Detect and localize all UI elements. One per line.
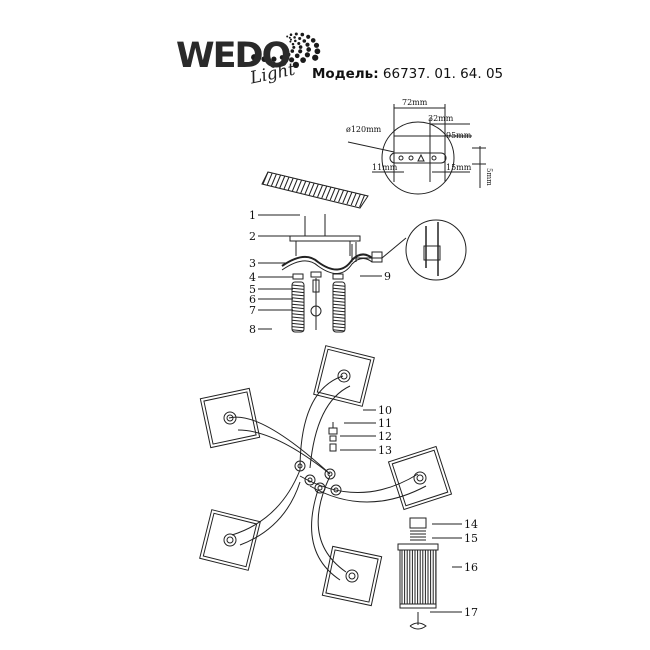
- callout-12: 12: [378, 430, 392, 443]
- callout-7: 7: [249, 304, 256, 317]
- callout-4: 4: [249, 271, 256, 284]
- top-view-chandelier: [199, 345, 453, 607]
- brand-wordmark: WEDO: [176, 36, 291, 76]
- callout-10: 10: [378, 404, 392, 417]
- model-number: 66737. 01. 64. 05: [382, 66, 504, 82]
- model-label: Модель:: [312, 66, 379, 82]
- dim-95: 95mm: [446, 131, 472, 140]
- callout-16: 16: [464, 561, 478, 574]
- callout-14: 14: [464, 518, 478, 531]
- callout-6: 6: [249, 293, 256, 306]
- socket-exploded: [397, 517, 439, 630]
- callout-3: 3: [249, 257, 256, 270]
- mounting-plate-detail: ø120mm 72mm 32mm 95mm 11mm 15mm 5mm: [346, 98, 493, 195]
- callout-5: 5: [249, 283, 256, 296]
- leader-lines-side: [258, 214, 382, 330]
- callout-8: 8: [249, 323, 256, 336]
- dim-11: 11mm: [372, 163, 398, 172]
- callout-11: 11: [378, 417, 392, 430]
- callout-15: 15: [464, 532, 478, 545]
- callout-17: 17: [464, 606, 478, 619]
- side-view-assembly: [281, 214, 467, 333]
- dim-diameter: ø120mm: [346, 125, 382, 134]
- dim-32: 32mm: [428, 114, 454, 123]
- callout-2: 2: [249, 230, 256, 243]
- model-line: Модель: 66737. 01. 64. 05: [312, 66, 503, 82]
- dim-15: 15mm: [446, 163, 472, 172]
- leader-lines-top: [340, 409, 462, 613]
- callout-13: 13: [378, 444, 392, 457]
- callout-9: 9: [384, 270, 391, 283]
- ceiling-hatch: [261, 171, 369, 209]
- callout-1: 1: [249, 209, 256, 222]
- dim-72: 72mm: [402, 98, 428, 107]
- dim-5: 5mm: [485, 168, 493, 186]
